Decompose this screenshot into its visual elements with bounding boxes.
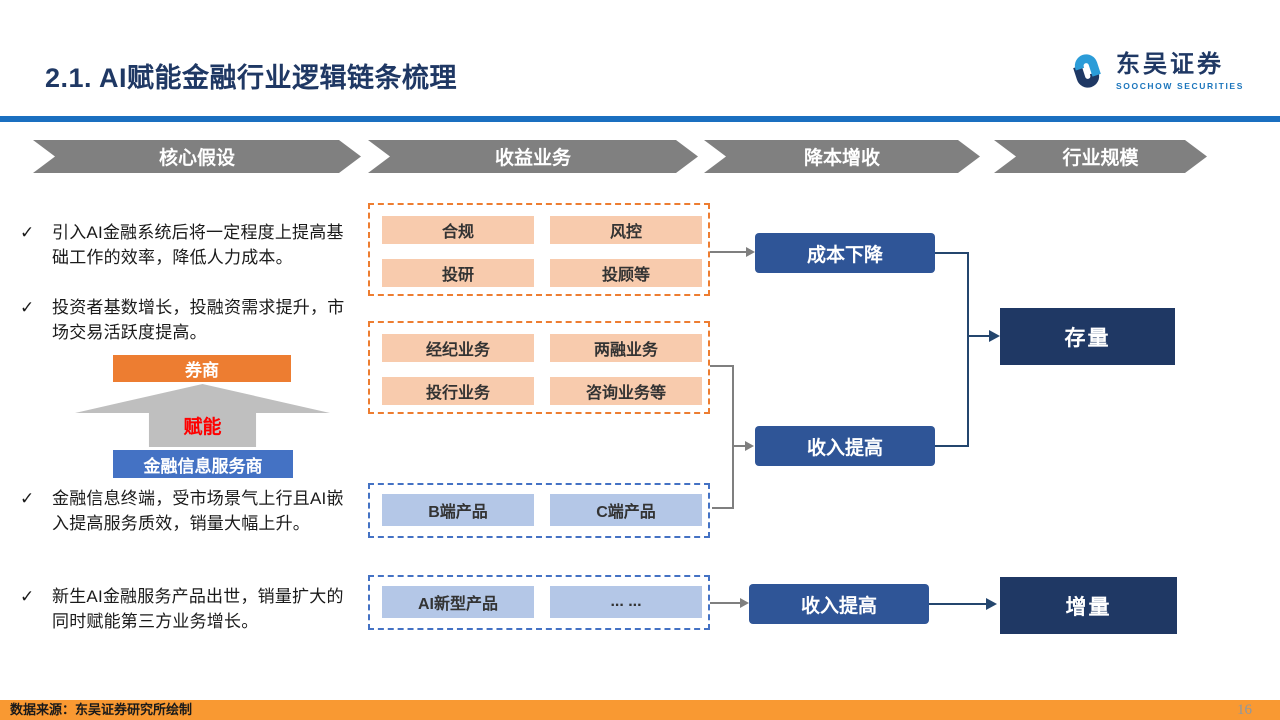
empower-label: 赋能	[183, 417, 222, 438]
banner-label: 行业规模	[1062, 148, 1139, 169]
revenue-up-bottom-box: 收入提高	[749, 584, 929, 624]
check-icon: ✓	[20, 223, 35, 242]
assumption-text: 金融信息终端，受市场景气上行且AI嵌入提高服务质效，销量大幅上升。	[52, 489, 344, 533]
assumption-text: 新生AI金融服务产品出世，销量扩大的同时赋能第三方业务增长。	[52, 587, 344, 631]
fin-info-provider-box: 金融信息服务商	[113, 450, 293, 478]
group-item: 两融业务	[550, 334, 702, 362]
cost-down-box: 成本下降	[755, 233, 935, 273]
brand-name-en: SOOCHOW SECURITIES	[1116, 81, 1244, 91]
banner-core-assumption: 核心假设	[33, 140, 361, 173]
check-icon: ✓	[20, 587, 35, 606]
banner-industry-scale: 行业规模	[994, 140, 1207, 173]
group-item: 咨询业务等	[550, 377, 702, 405]
group-item: B端产品	[382, 494, 534, 526]
group-item: AI新型产品	[382, 586, 534, 618]
group-item: 投行业务	[382, 377, 534, 405]
header-divider	[0, 116, 1280, 122]
page-title: 2.1. AI赋能金融行业逻辑链条梳理	[45, 63, 458, 93]
footer-bar: 数据来源：东吴证券研究所绘制 16	[0, 700, 1280, 720]
brand-logo: 东吴证券 SOOCHOW SECURITIES	[1066, 50, 1244, 92]
banner-revenue-business: 收益业务	[368, 140, 698, 173]
assumption-bullet-3: ✓ 金融信息终端，受市场景气上行且AI嵌入提高服务质效，销量大幅上升。	[20, 486, 358, 536]
brand-name-cn: 东吴证券	[1116, 51, 1224, 78]
banner-label: 核心假设	[158, 148, 235, 169]
group-item: 风控	[550, 216, 702, 244]
empower-up-arrow: 赋能	[75, 384, 330, 447]
increment-box: 增量	[1000, 577, 1177, 634]
banner-cost-revenue: 降本增收	[704, 140, 980, 173]
group-item: C端产品	[550, 494, 702, 526]
assumption-bullet-1: ✓ 引入AI金融系统后将一定程度上提高基础工作的效率，降低人力成本。	[20, 220, 358, 270]
broker-box: 券商	[113, 355, 291, 382]
group-item: 投顾等	[550, 259, 702, 287]
banner-label: 降本增收	[803, 148, 880, 169]
group-item: 合规	[382, 216, 534, 244]
assumption-bullet-4: ✓ 新生AI金融服务产品出世，销量扩大的同时赋能第三方业务增长。	[20, 584, 358, 634]
group-item: ... ...	[550, 586, 702, 618]
stock-box: 存量	[1000, 308, 1175, 365]
group-bc-products: B端产品 C端产品	[368, 483, 710, 538]
revenue-up-mid-box: 收入提高	[755, 426, 935, 466]
group-item: 经纪业务	[382, 334, 534, 362]
banner-label: 收益业务	[494, 148, 571, 169]
data-source-note: 数据来源：东吴证券研究所绘制	[10, 702, 193, 717]
assumption-text: 投资者基数增长，投融资需求提升，市场交易活跃度提高。	[52, 298, 345, 342]
assumption-bullet-2: ✓ 投资者基数增长，投融资需求提升，市场交易活跃度提高。	[20, 295, 358, 345]
check-icon: ✓	[20, 298, 35, 317]
group-item: 投研	[382, 259, 534, 287]
group-revenue-businesses: 经纪业务 两融业务 投行业务 咨询业务等	[368, 321, 710, 414]
page-number: 16	[1237, 702, 1252, 718]
group-internal-functions: 合规 风控 投研 投顾等	[368, 203, 710, 296]
group-ai-new-products: AI新型产品 ... ...	[368, 575, 710, 630]
soochow-logo-icon	[1073, 54, 1101, 88]
assumption-text: 引入AI金融系统后将一定程度上提高基础工作的效率，降低人力成本。	[52, 223, 344, 267]
check-icon: ✓	[20, 489, 35, 508]
